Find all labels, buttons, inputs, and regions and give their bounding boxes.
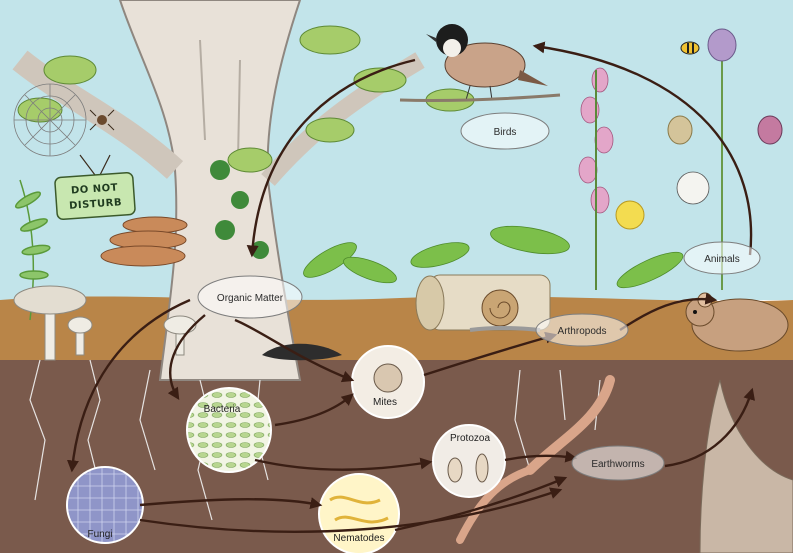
label-organic-matter: Organic Matter [217,293,284,304]
label-mites: Mites [373,397,397,408]
label-arthropods: Arthropods [558,326,607,337]
label-fungi: Fungi [87,529,112,540]
node-birds: Birds [461,113,549,149]
node-earthworms: Earthworms [572,446,664,480]
node-organic-matter: Organic Matter [198,276,302,318]
node-animals: Animals [684,242,760,274]
spider-web [14,84,86,156]
label-bacteria: Bacteria [204,404,241,415]
label-nematodes: Nematodes [333,533,384,544]
label-earthworms: Earthworms [591,459,644,470]
label-birds: Birds [494,127,517,138]
node-arthropods: Arthropods [536,314,628,346]
bacteria-circle [187,388,271,472]
label-protozoa: Protozoa [450,433,490,444]
label-animals: Animals [704,254,740,265]
bee-icon [681,42,699,54]
